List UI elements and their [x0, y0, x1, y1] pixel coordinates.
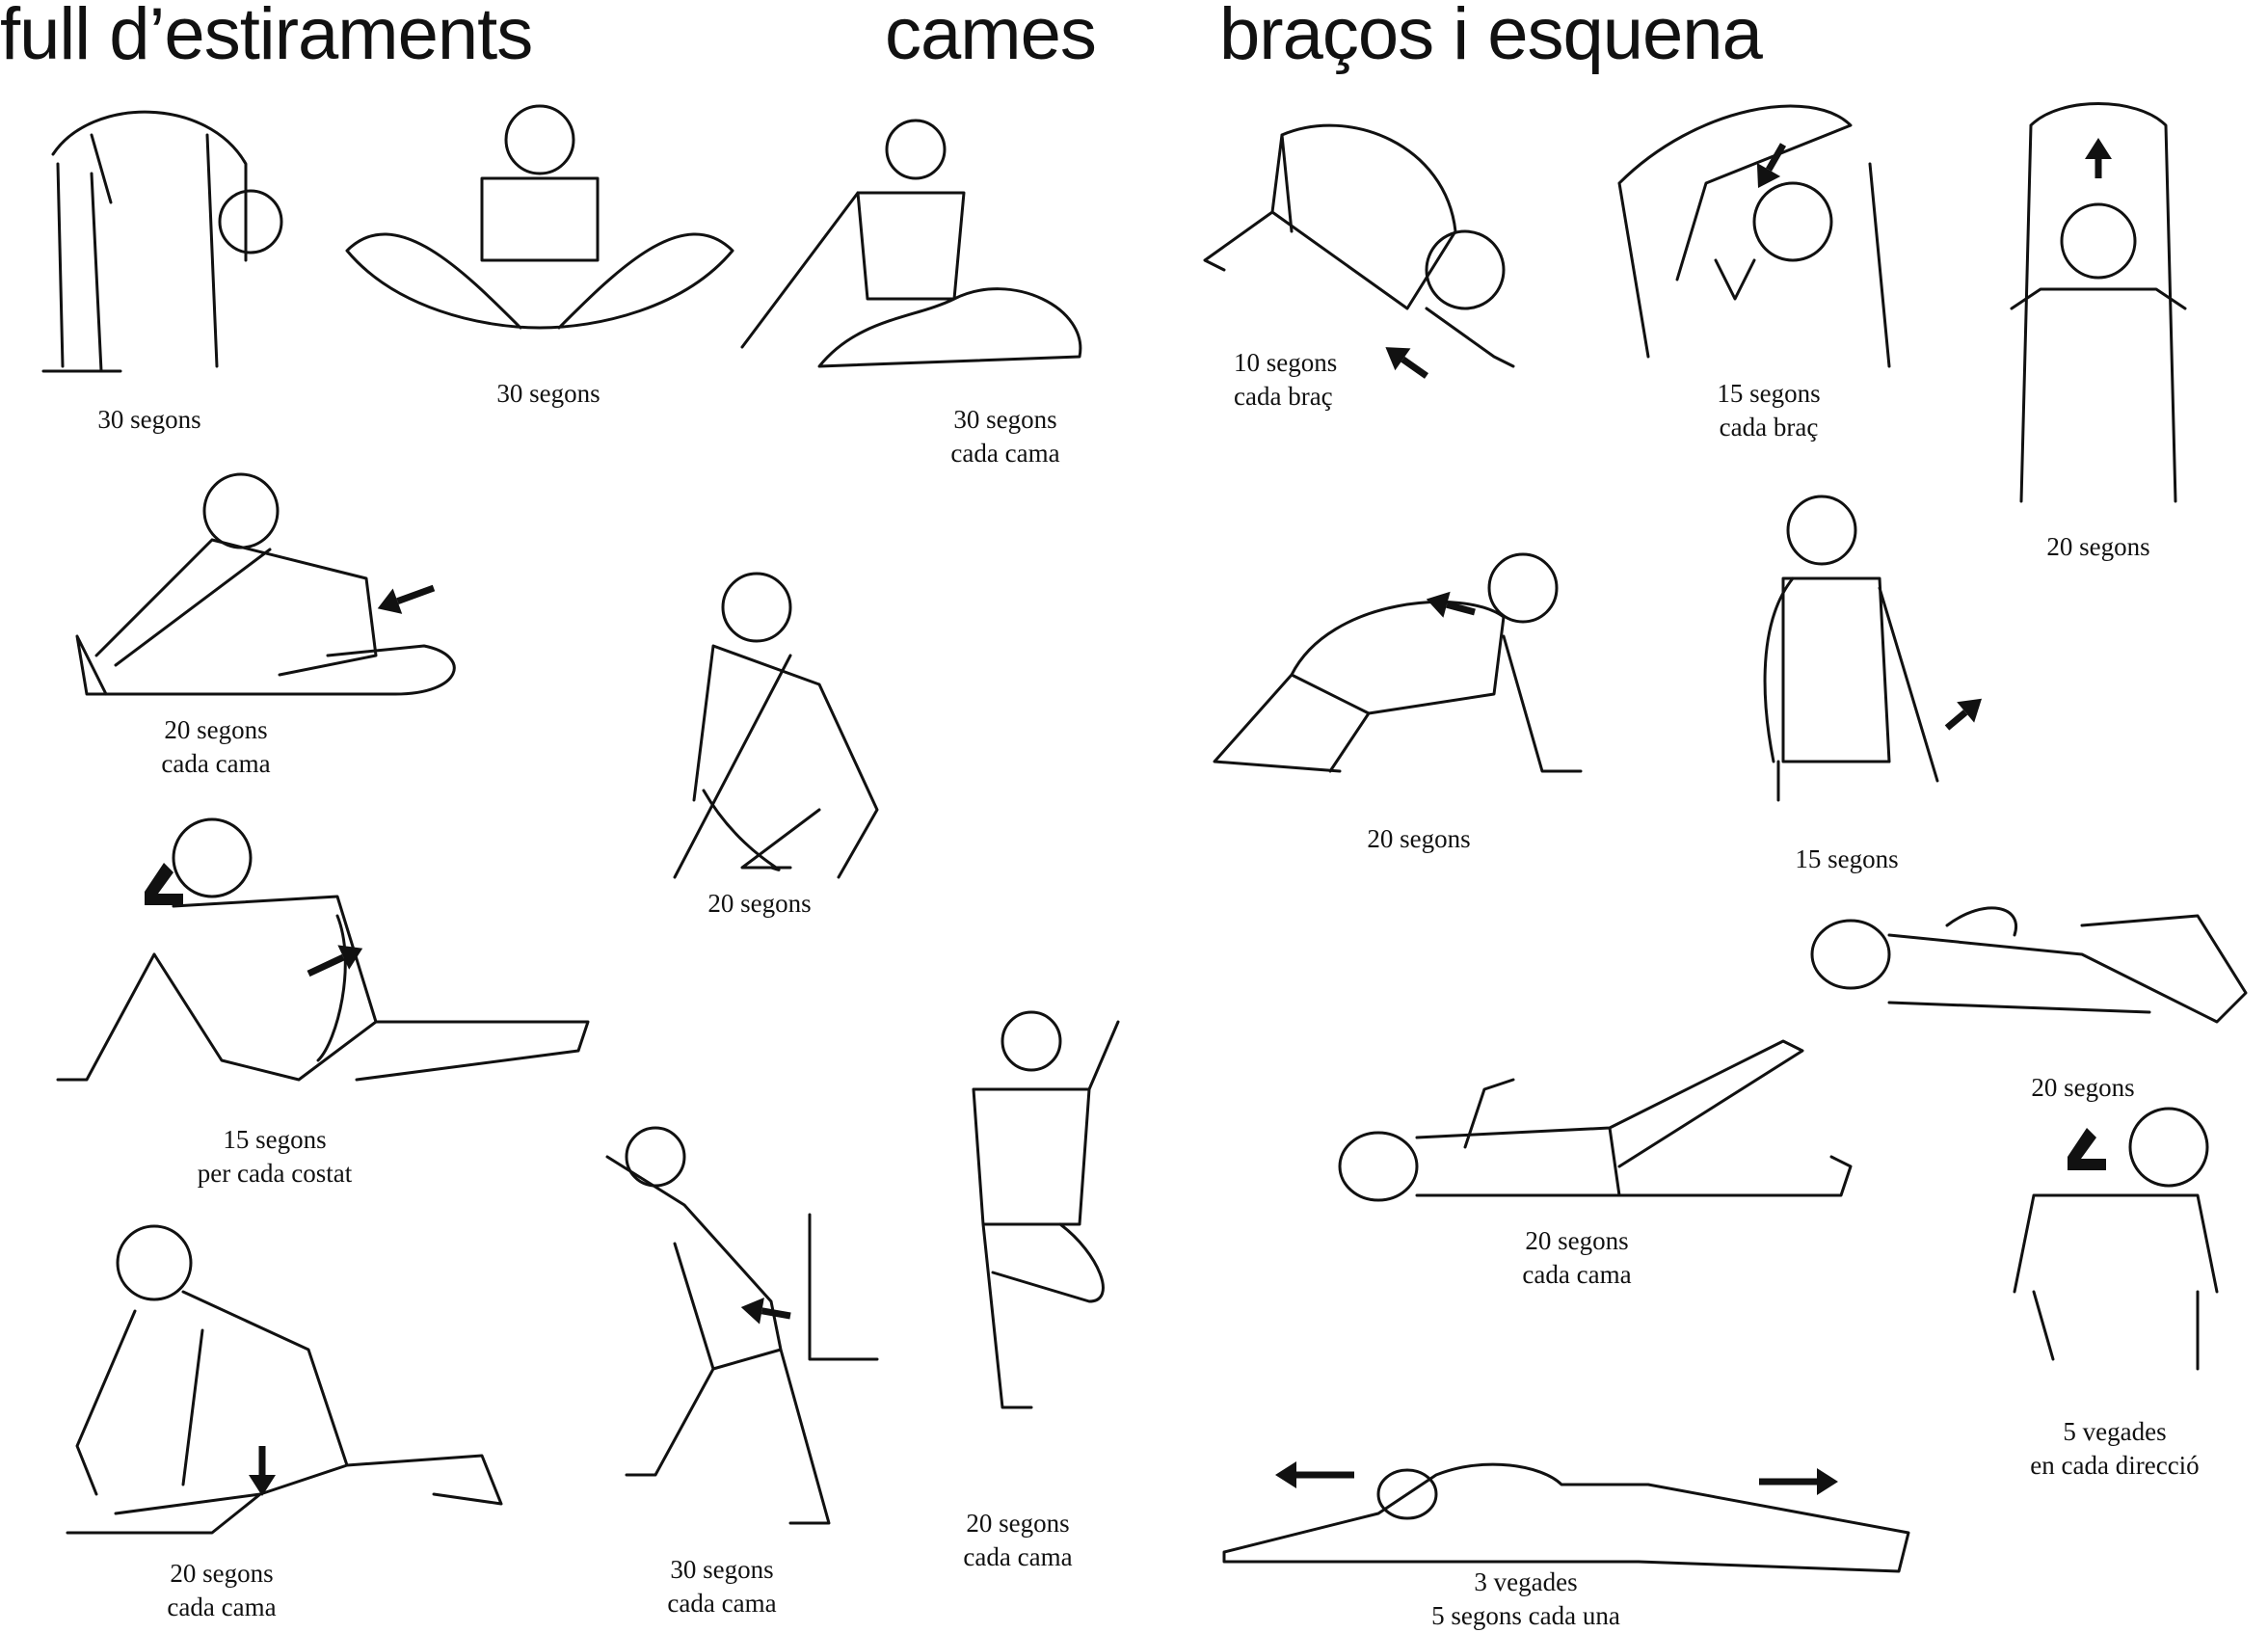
exercise-caption: 15 segons per cada costat [198, 1123, 352, 1191]
figure-kneeling-arm [1203, 123, 1515, 368]
caption-line: en cada direcció [2030, 1451, 2200, 1480]
arrow-icon [1756, 143, 1787, 189]
page-title: full d’estiraments [0, 0, 533, 75]
exercise-caption: 20 segons cada cama [1522, 1224, 1631, 1292]
caption-line: 30 segons [670, 1555, 774, 1584]
exercise-caption: 3 vegades 5 segons cada una [1431, 1566, 1620, 1633]
figure-hands-behind [1763, 495, 1939, 802]
caption-line: 20 segons [1367, 824, 1471, 853]
exercise-caption: 20 segons [1367, 822, 1470, 856]
figure-seated-leg-cross [740, 119, 1082, 368]
exercise-caption: 20 segons [707, 887, 811, 921]
exercise-caption: 20 segons cada cama [161, 713, 270, 781]
arrow-icon [1944, 698, 1983, 731]
arrow-left-icon [1275, 1461, 1354, 1488]
arrow-icon [377, 584, 436, 614]
caption-line: cada braç [1234, 382, 1333, 411]
caption-line: 20 segons [164, 715, 268, 744]
curved-arrow-icon [145, 863, 183, 905]
caption-line: 20 segons [2046, 532, 2150, 561]
caption-line: cada cama [950, 439, 1060, 468]
exercise-caption: 20 segons [2046, 530, 2149, 564]
caption-line: 30 segons [97, 405, 201, 434]
exercise-caption: 30 segons cada cama [667, 1553, 776, 1620]
arrow-icon [249, 1446, 276, 1496]
figure-full-body-stretch [1222, 1462, 1910, 1573]
exercise-caption: 10 segons cada braç [1234, 346, 1337, 414]
caption-line: cada cama [1522, 1260, 1632, 1289]
caption-line: cada cama [167, 1593, 277, 1621]
arrow-icon [1385, 347, 1429, 379]
exercise-caption: 30 segons [496, 377, 600, 411]
figure-standing-quad [972, 1010, 1120, 1409]
figure-arm-overhead [1617, 104, 1891, 368]
figure-calf-stretch [605, 1126, 879, 1525]
figure-seated-twist [56, 817, 590, 1082]
figure-all-fours [1213, 552, 1583, 773]
exercise-caption: 15 segons cada braç [1717, 377, 1820, 444]
caption-line: 15 segons [223, 1125, 327, 1154]
caption-line: cada cama [963, 1542, 1073, 1571]
caption-line: per cada costat [197, 1159, 353, 1188]
exercise-caption: 15 segons [1795, 843, 1898, 876]
figure-seated-hamstring [75, 472, 456, 696]
arrow-icon [2085, 138, 2112, 178]
caption-line: 20 segons [707, 889, 812, 918]
caption-line: 10 segons [1234, 348, 1338, 377]
caption-line: 20 segons [2031, 1073, 2135, 1102]
caption-line: 20 segons [1525, 1226, 1629, 1255]
exercise-caption: 20 segons [2031, 1071, 2134, 1105]
caption-line: 20 segons [966, 1509, 1070, 1538]
caption-line: 20 segons [170, 1559, 274, 1588]
exercise-caption: 20 segons cada cama [167, 1557, 276, 1624]
caption-line: 5 segons cada una [1431, 1601, 1620, 1630]
caption-line: cada cama [161, 749, 271, 778]
arrow-icon [740, 1298, 791, 1325]
figure-forward-bend [41, 110, 283, 373]
curved-arrow-icon [2068, 1128, 2106, 1170]
caption-line: 30 segons [953, 405, 1057, 434]
exercise-caption: 30 segons [97, 403, 200, 437]
caption-line: 15 segons [1795, 844, 1899, 873]
section-title-arms-back: braços i esquena [1219, 0, 1763, 75]
caption-line: 30 segons [496, 379, 600, 408]
exercise-caption: 20 segons cada cama [963, 1507, 1072, 1574]
section-title-legs: cames [885, 0, 1097, 75]
arrow-right-icon [1759, 1468, 1838, 1495]
caption-line: 15 segons [1717, 379, 1821, 408]
figure-squat [673, 572, 879, 879]
figure-overhead-reach [2010, 102, 2187, 503]
figure-lying-leg-raise [1338, 1039, 1853, 1202]
caption-line: 5 vegades [2063, 1417, 2167, 1446]
caption-line: 3 vegades [1474, 1567, 1578, 1596]
caption-line: cada cama [667, 1589, 777, 1618]
figure-butterfly [345, 104, 734, 330]
figure-lunge [66, 1224, 503, 1535]
exercise-caption: 5 vegades en cada direcció [2030, 1415, 2199, 1483]
arrow-icon [1426, 591, 1476, 618]
exercise-caption: 30 segons cada cama [950, 403, 1059, 470]
figure-lying-knee-hug [1810, 906, 2248, 1024]
arrow-icon [307, 945, 363, 977]
caption-line: cada braç [1719, 413, 1819, 442]
figure-neck-rotation [2013, 1107, 2219, 1371]
